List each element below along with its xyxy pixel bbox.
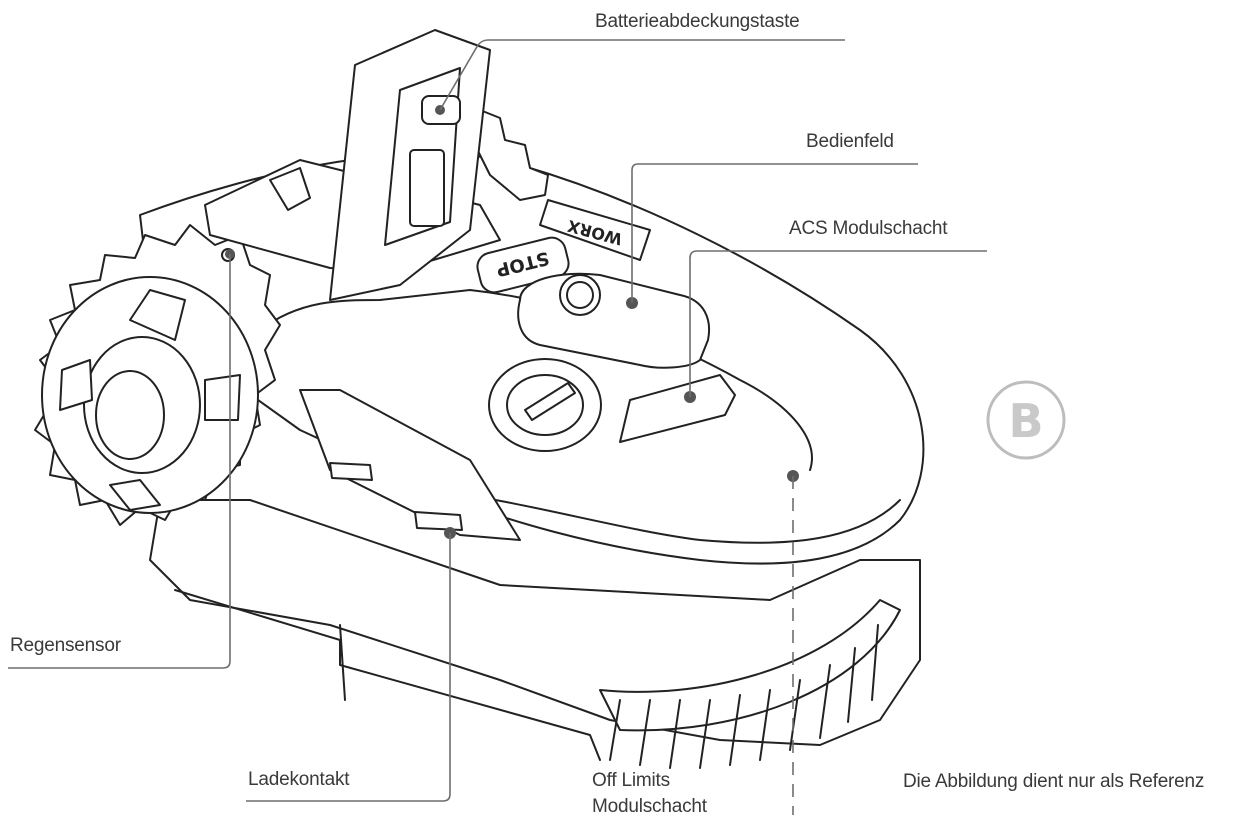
leader-charging [246,533,451,802]
battery-cover-inner [384,67,461,246]
left-wheel-center [95,370,165,460]
charging-contact-lower [414,511,463,531]
label-battery-cover-button: Batterieabdeckungstaste [595,11,800,32]
left-wheel-spoke-left [59,359,93,411]
brand-plate [539,199,651,261]
chassis-seam [339,624,346,701]
rotary-dial-grip [524,382,576,421]
acs-module-slot [619,374,736,443]
rear-wheel-lugs [469,109,549,201]
battery-cell [269,167,311,211]
figure-badge-letter: B [1008,394,1043,448]
charging-contact-upper [329,462,373,481]
battery-cover-label [409,149,445,227]
reference-note: Die Abbildung dient nur als Referenz [903,771,1205,792]
leader-battery-cover [439,39,845,111]
front-bumper [599,599,901,732]
leader-rain-sensor [8,254,231,669]
left-wheel-spoke-top [129,289,186,341]
left-wheel-spoke-right [204,374,241,421]
leader-acs [689,250,987,397]
label-control-panel: Bedienfeld [806,131,894,152]
label-off-limits-line1: Off Limits [592,770,670,791]
label-off-limits-line2: Modulschacht [592,796,707,817]
shell-front-line [429,489,901,544]
label-rain-sensor: Regensensor [10,635,121,656]
figure-badge [986,380,1066,460]
control-panel-knob-inner [566,281,594,309]
bumper-ribs [609,624,879,769]
left-wheel-spoke-bottom [109,479,161,511]
label-charging-contact: Ladekontakt [248,769,350,790]
label-acs-module-slot: ACS Modulschacht [789,218,948,239]
chassis-base-line [174,589,601,761]
leader-control-panel [631,163,918,303]
